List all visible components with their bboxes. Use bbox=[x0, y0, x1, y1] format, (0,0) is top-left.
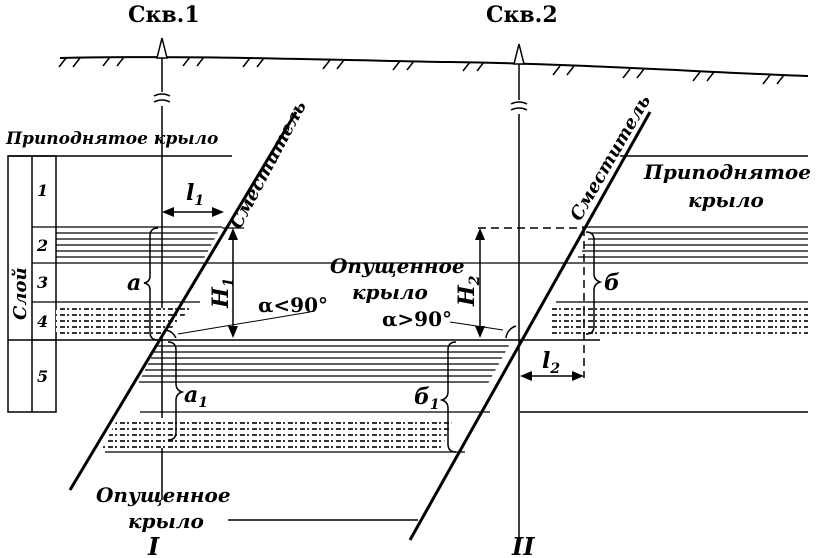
brace-a1 bbox=[167, 341, 185, 441]
fault-2-label: Сместитель bbox=[566, 91, 655, 224]
h2-label: H2 bbox=[454, 275, 483, 307]
projection-dashes bbox=[478, 227, 585, 378]
section-II-label: II bbox=[511, 532, 535, 558]
fault-1-label: Сместитель bbox=[226, 97, 311, 232]
dimension-h2 bbox=[475, 228, 485, 338]
a-label: а bbox=[127, 270, 141, 296]
fault-line-2 bbox=[408, 111, 652, 541]
b-label: б bbox=[604, 270, 620, 296]
layer-number-5: 5 bbox=[37, 367, 48, 386]
angle-arc-2 bbox=[505, 325, 517, 339]
section-I-label: I bbox=[147, 532, 160, 558]
lowered-wing-bottom-label-line1: Опущенное bbox=[96, 483, 231, 507]
dimension-l2 bbox=[520, 371, 584, 381]
raised-wing-right-label-line1: Приподнятое bbox=[643, 160, 811, 184]
brace-a bbox=[143, 227, 159, 341]
l2-label: l2 bbox=[542, 348, 560, 377]
angle-1-label: α<90° bbox=[258, 293, 328, 317]
b1-label: б1 bbox=[414, 384, 440, 413]
layer-number-4: 4 bbox=[37, 312, 48, 331]
ground-surface bbox=[58, 56, 809, 85]
layer-number-2: 2 bbox=[36, 236, 48, 255]
angle-2-label: α>90° bbox=[382, 307, 452, 331]
layer-number-3: 3 bbox=[37, 273, 48, 292]
layer-number-1: 1 bbox=[37, 181, 48, 200]
a1-label: а1 bbox=[184, 382, 208, 411]
dimension-h1 bbox=[222, 227, 244, 338]
raised-wing-left-label: Приподнятое крыло bbox=[5, 129, 218, 149]
lowered-wing-bottom-label-line2: крыло bbox=[128, 509, 204, 533]
raised-wing-right-label-line2: крыло bbox=[688, 188, 764, 212]
angle-arc-1 bbox=[165, 329, 177, 339]
middle-block-layers bbox=[100, 345, 512, 453]
lowered-wing-mid-label-line2: крыло bbox=[352, 280, 428, 304]
brace-b1 bbox=[439, 341, 457, 453]
brace-b bbox=[585, 231, 603, 335]
l1-label: l1 bbox=[186, 180, 204, 209]
fault-line-1 bbox=[68, 111, 298, 491]
well-2-label: Скв.2 bbox=[486, 2, 558, 28]
layer-column-title: Слой bbox=[10, 267, 31, 320]
well-1-label: Скв.1 bbox=[128, 2, 200, 28]
dimension-l1 bbox=[162, 207, 224, 217]
well-2 bbox=[510, 43, 528, 545]
h1-label: H1 bbox=[208, 277, 237, 309]
lowered-wing-mid-label-line1: Опущенное bbox=[330, 254, 465, 278]
